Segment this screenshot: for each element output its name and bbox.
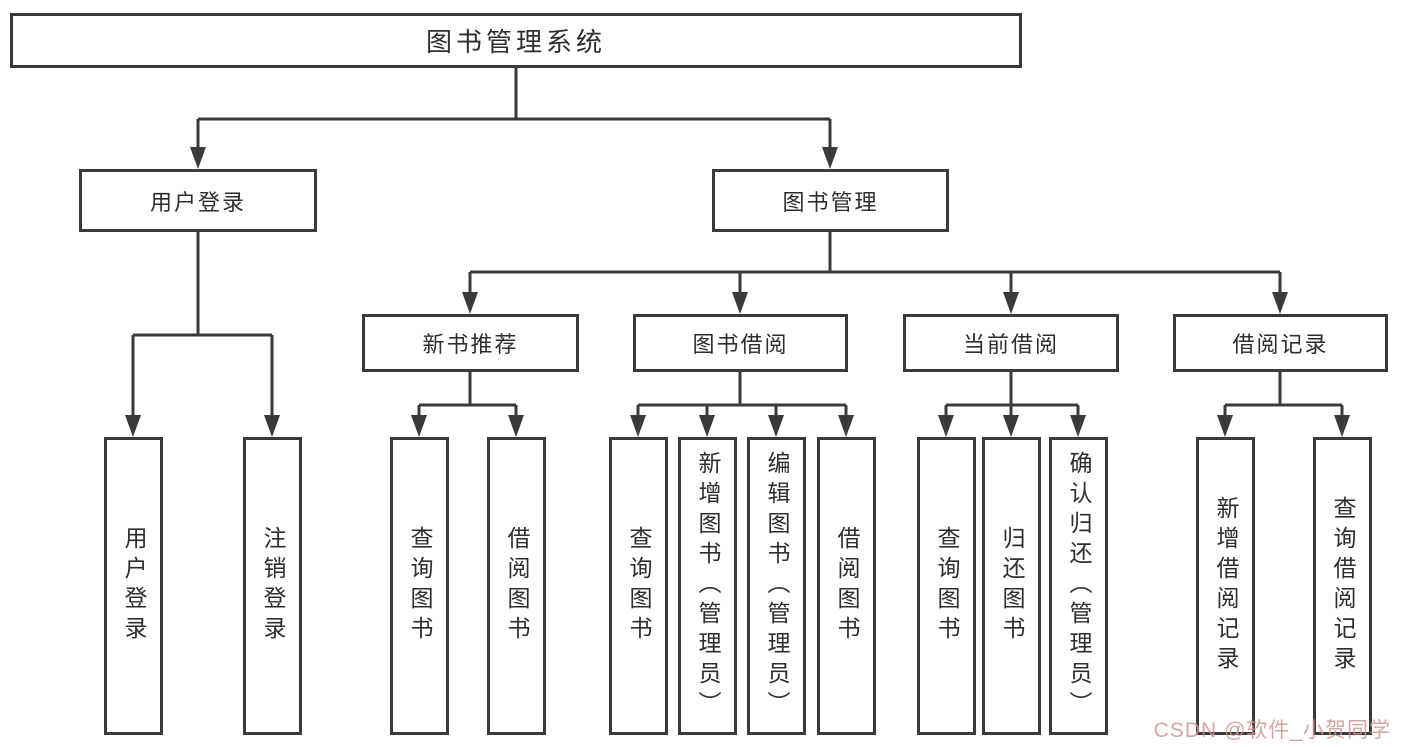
leaf-confirm-return-admin-label: 确认归还（管理员） <box>1066 451 1092 721</box>
leaf-edit-book-admin-label: 编辑图书（管理员） <box>764 451 790 721</box>
leaf-return-book-label: 归还图书 <box>999 526 1025 646</box>
leaf-query-books-1-label: 查询图书 <box>407 526 433 646</box>
leaf-edit-book-admin: 编辑图书（管理员） <box>747 437 806 735</box>
leaf-query-books-3-label: 查询图书 <box>934 526 960 646</box>
watermark-text: CSDN @软件_小贺同学 <box>1153 719 1391 742</box>
leaf-confirm-return-admin: 确认归还（管理员） <box>1049 437 1108 735</box>
leaf-borrow-books-2-label: 借阅图书 <box>834 526 860 646</box>
node-borrow-records-label: 借阅记录 <box>1232 332 1329 357</box>
leaf-logout: 注销登录 <box>243 437 302 735</box>
leaf-user-login-label: 用户登录 <box>121 526 147 646</box>
leaf-query-borrow-record-label: 查询借阅记录 <box>1330 496 1356 676</box>
leaf-query-books-1: 查询图书 <box>390 437 449 735</box>
leaf-query-books-2: 查询图书 <box>609 437 668 735</box>
node-new-book-recommend-label: 新书推荐 <box>422 332 519 357</box>
node-current-borrow: 当前借阅 <box>903 314 1119 372</box>
leaf-query-books-2-label: 查询图书 <box>626 526 652 646</box>
leaf-borrow-books-1-label: 借阅图书 <box>504 526 530 646</box>
node-borrow-records: 借阅记录 <box>1173 314 1388 372</box>
node-user-login: 用户登录 <box>79 169 317 232</box>
leaf-logout-label: 注销登录 <box>260 526 286 646</box>
leaf-borrow-books-1: 借阅图书 <box>487 437 546 735</box>
node-user-login-label: 用户登录 <box>149 189 246 215</box>
leaf-query-borrow-record: 查询借阅记录 <box>1313 437 1372 735</box>
leaf-user-login: 用户登录 <box>104 437 163 735</box>
leaf-query-books-3: 查询图书 <box>917 437 976 735</box>
node-root-label: 图书管理系统 <box>425 27 606 57</box>
node-new-book-recommend: 新书推荐 <box>362 314 579 372</box>
leaf-return-book: 归还图书 <box>982 437 1041 735</box>
leaf-borrow-books-2: 借阅图书 <box>817 437 876 735</box>
node-book-management-label: 图书管理 <box>782 189 879 215</box>
node-book-borrow-label: 图书借阅 <box>692 332 789 357</box>
leaf-add-book-admin: 新增图书（管理员） <box>678 437 737 735</box>
leaf-add-borrow-record-label: 新增借阅记录 <box>1213 496 1239 676</box>
node-root: 图书管理系统 <box>10 13 1022 68</box>
leaf-add-book-admin-label: 新增图书（管理员） <box>695 451 721 721</box>
node-book-borrow: 图书借阅 <box>633 314 848 372</box>
node-current-borrow-label: 当前借阅 <box>962 332 1059 357</box>
leaf-add-borrow-record: 新增借阅记录 <box>1196 437 1255 735</box>
node-book-management: 图书管理 <box>712 169 949 232</box>
